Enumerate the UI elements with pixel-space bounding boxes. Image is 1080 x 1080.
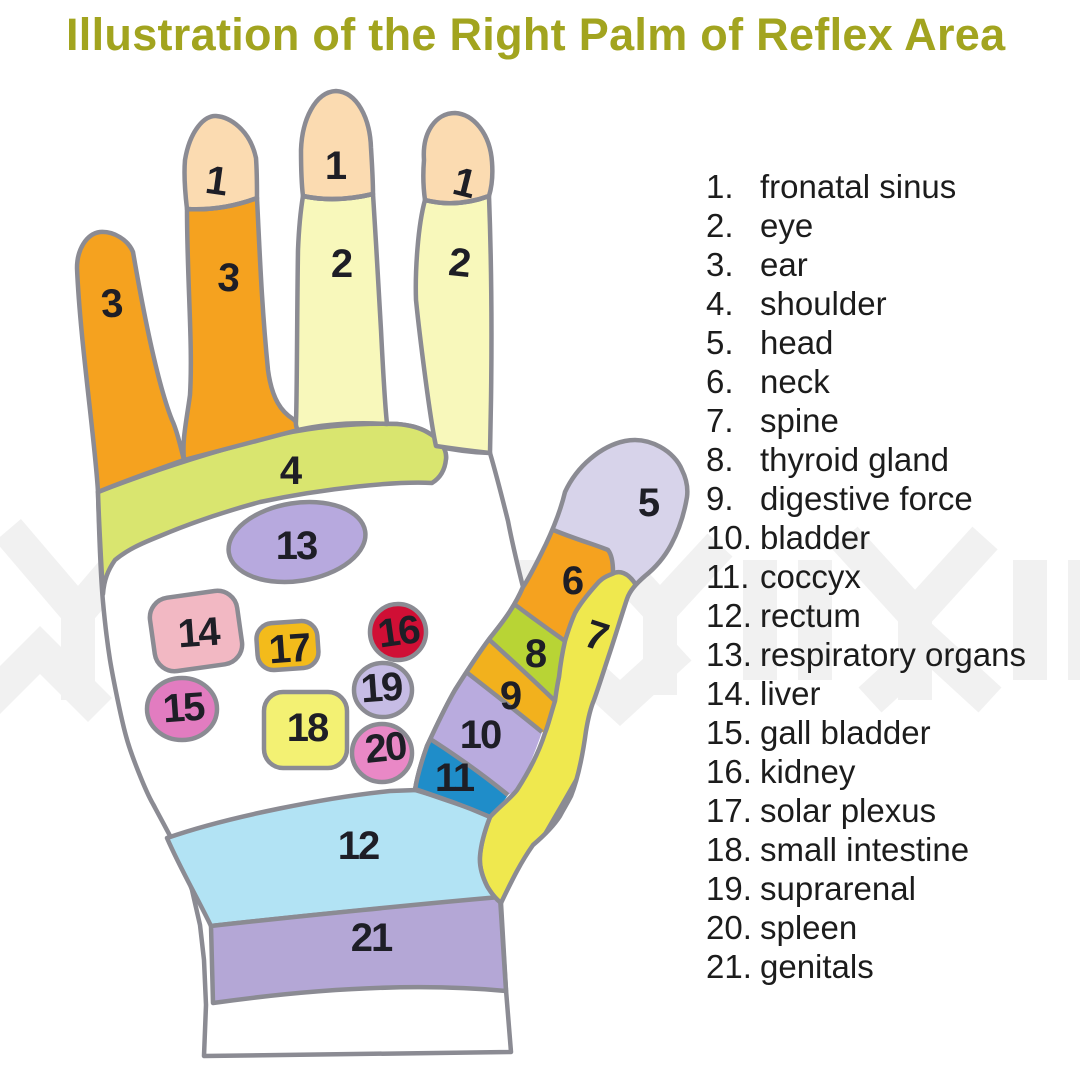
svg-text:6: 6 [562,559,583,603]
svg-text:19: 19 [359,665,403,712]
svg-text:16: 16 [375,607,422,656]
svg-text:18: 18 [287,706,329,750]
svg-text:3: 3 [216,255,240,300]
svg-text:9: 9 [500,674,521,718]
svg-text:3: 3 [99,281,123,326]
svg-text:15: 15 [161,685,206,732]
svg-text:17: 17 [267,626,311,673]
svg-text:21: 21 [351,916,393,960]
svg-text:14: 14 [176,609,222,656]
svg-text:8: 8 [525,632,547,676]
svg-text:10: 10 [460,713,501,757]
svg-text:5: 5 [638,481,660,525]
svg-text:13: 13 [276,524,317,568]
svg-text:12: 12 [338,824,379,868]
svg-text:11: 11 [435,756,475,800]
svg-text:1: 1 [325,144,347,188]
svg-text:2: 2 [331,242,352,286]
svg-text:20: 20 [363,724,409,772]
svg-text:4: 4 [280,449,303,493]
